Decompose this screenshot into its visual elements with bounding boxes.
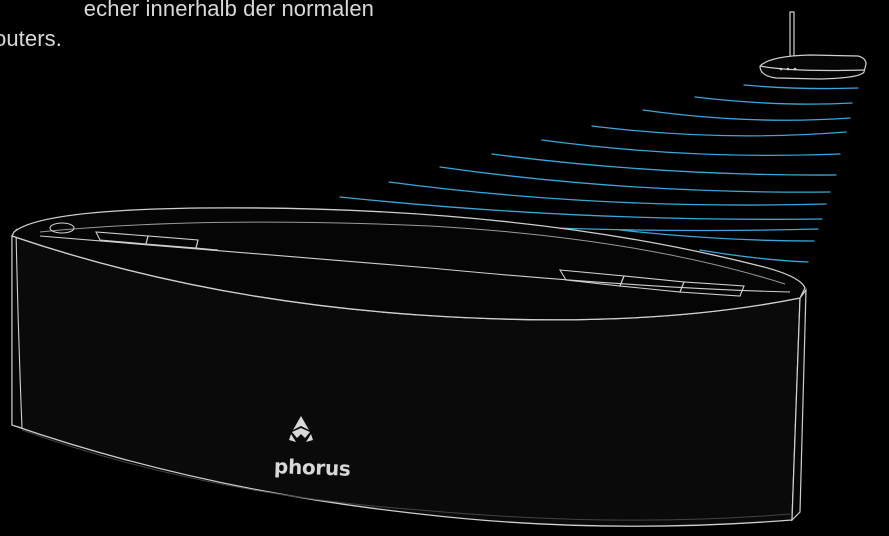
wifi-router-icon	[759, 11, 867, 80]
caption-line-2: outers.	[0, 26, 62, 51]
caption-line-1: echer innerhalb der normalen	[83, 0, 374, 21]
phorus-logo-icon	[289, 416, 313, 442]
brand-wordmark: phorus	[274, 454, 351, 481]
speaker-body	[11, 207, 807, 527]
caption-text: echer innerhalb der normalen outers.	[0, 0, 414, 54]
